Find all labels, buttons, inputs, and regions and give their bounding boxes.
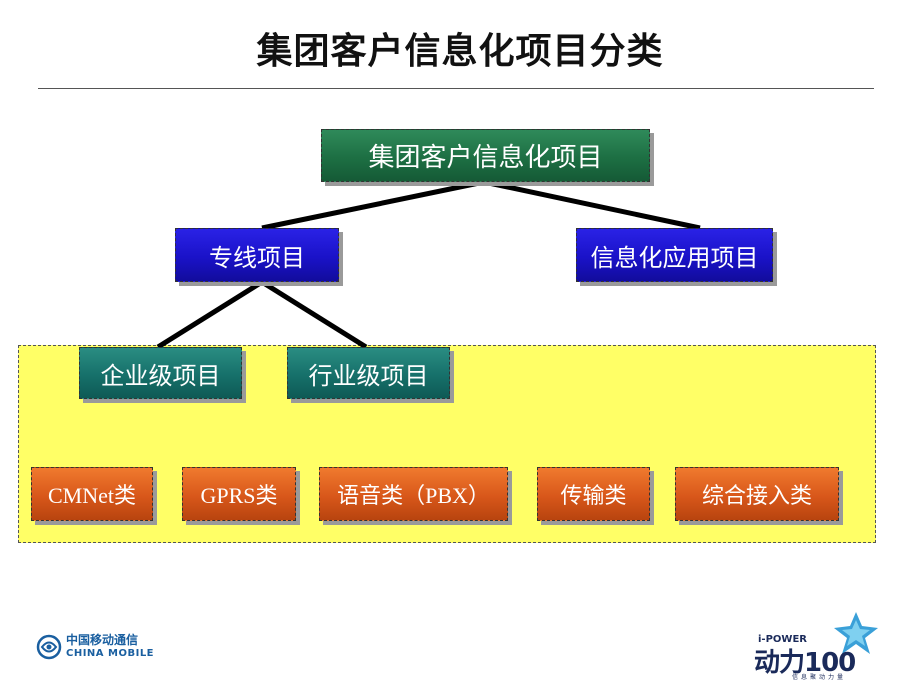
- node-informatization-app-projects: 信息化应用项目: [576, 228, 773, 282]
- page-title: 集团客户信息化项目分类: [256, 31, 664, 72]
- node-industry-label: 行业级项目: [308, 361, 429, 390]
- connector-root-to-leased-line: [261, 179, 485, 231]
- china-mobile-en: CHINA MOBILE: [66, 648, 155, 659]
- connector-root-to-informatization: [483, 179, 701, 231]
- category-transmission: 传输类: [537, 467, 650, 521]
- ipower-brand: 动力100: [754, 648, 856, 678]
- node-root: 集团客户信息化项目: [321, 129, 650, 182]
- category-voice-label: 语音类（PBX）: [337, 483, 490, 508]
- ipower-logo: i-POWER 动力100 信息聚动力量: [752, 610, 882, 681]
- china-mobile-cn: 中国移动通信: [66, 633, 139, 647]
- category-cmnet-label: CMNet类: [47, 483, 136, 508]
- node-industry-projects: 行业级项目: [287, 347, 450, 399]
- node-enterprise-label: 企业级项目: [100, 361, 221, 390]
- node-root-label: 集团客户信息化项目: [368, 143, 603, 173]
- ipower-star-icon: [834, 612, 878, 654]
- category-integrated-label: 综合接入类: [701, 483, 812, 508]
- ipower-slogan: 信息聚动力量: [792, 674, 847, 681]
- node-enterprise-projects: 企业级项目: [79, 347, 242, 399]
- china-mobile-emblem-icon: [36, 634, 62, 660]
- connector-leased-to-enterprise: [156, 279, 264, 350]
- node-leased-line-label: 专线项目: [209, 243, 305, 272]
- connector-leased-to-industry: [260, 279, 368, 350]
- node-informatization-label: 信息化应用项目: [590, 243, 759, 272]
- ipower-text: i-POWER: [758, 634, 807, 645]
- title-divider: [38, 88, 874, 89]
- category-gprs-label: GPRS类: [200, 483, 278, 508]
- china-mobile-logo: 中国移动通信 CHINA MOBILE: [36, 634, 154, 660]
- category-integrated-access: 综合接入类: [675, 467, 839, 521]
- category-transmission-label: 传输类: [560, 483, 627, 508]
- node-leased-line-projects: 专线项目: [175, 228, 339, 282]
- category-gprs: GPRS类: [182, 467, 296, 521]
- category-voice-pbx: 语音类（PBX）: [319, 467, 508, 521]
- category-cmnet: CMNet类: [31, 467, 153, 521]
